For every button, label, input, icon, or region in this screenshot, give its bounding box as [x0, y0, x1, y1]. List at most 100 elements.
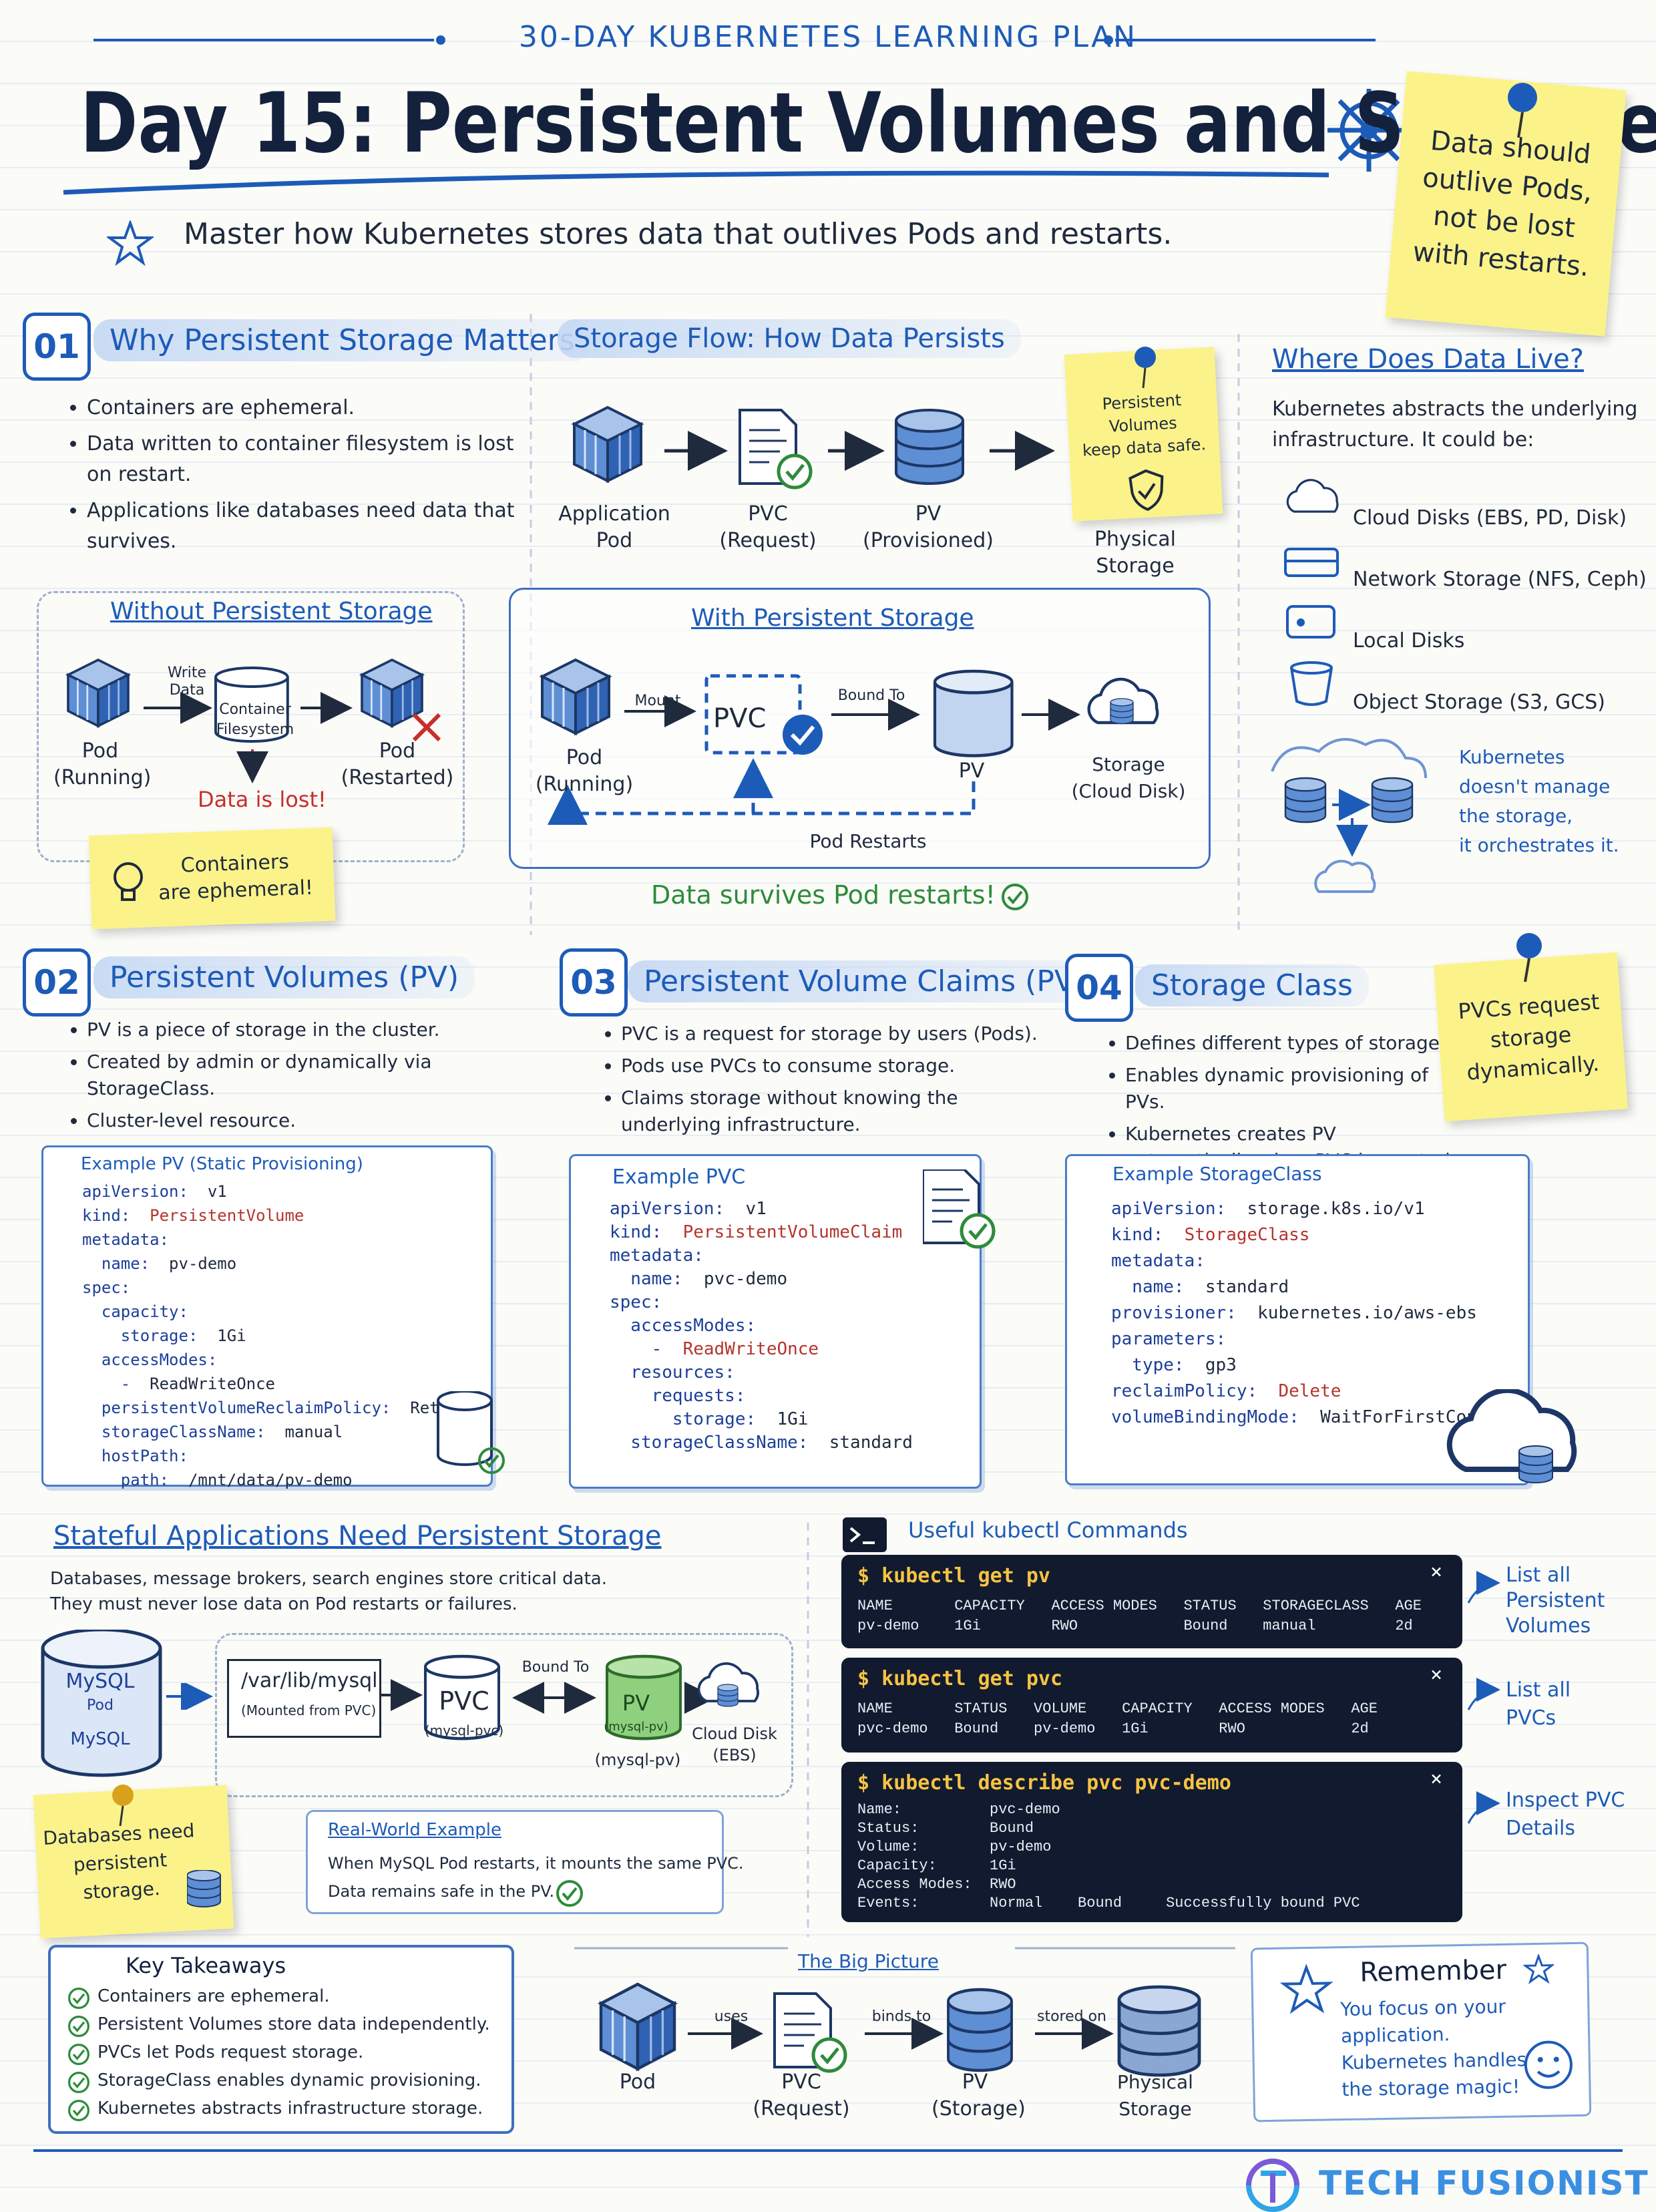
cloud-icon	[1286, 479, 1339, 513]
pod-cube-icon	[67, 659, 130, 727]
big-picture-title: The Big Picture	[798, 1950, 939, 1972]
without-storage-title: Without Persistent Storage	[110, 598, 433, 625]
key-takeaways-title: Key Takeaways	[126, 1953, 286, 1978]
close-icon[interactable]: ×	[1430, 1663, 1442, 1686]
db-icon	[1371, 777, 1414, 823]
cloud-disk-ebs-label: Cloud Disk(EBS)	[692, 1724, 777, 1765]
pod-running-label: Pod(Running)	[53, 739, 152, 789]
code-line: capacity:	[82, 1302, 188, 1321]
storageclass-code-title: Example StorageClass	[1112, 1163, 1322, 1185]
takeaway-item: StorageClass enables dynamic provisionin…	[97, 2070, 481, 2090]
pod-running-label: Pod(Running)	[535, 746, 634, 796]
pv-cylinder-icon	[933, 669, 1014, 757]
code-line: provisioner: kubernetes.io/aws-ebs	[1111, 1303, 1477, 1323]
close-icon[interactable]: ×	[1430, 1767, 1442, 1791]
storage-flow-diagram	[573, 406, 1055, 501]
takeaway-item: Containers are ephemeral.	[97, 1986, 330, 2006]
network-storage-icon	[1284, 548, 1339, 577]
document-check-icon	[923, 1169, 996, 1263]
command-output: NAME STATUS VOLUME CAPACITY ACCESS MODES…	[857, 1700, 1378, 1737]
bullet-item: Applications like databases need data th…	[87, 496, 528, 557]
pvc-cylinder-icon	[424, 1654, 500, 1740]
command-output: NAME CAPACITY ACCESS MODES STATUS STORAG…	[857, 1598, 1422, 1634]
key-takeaways-box: Key Takeaways Containers are ephemeral. …	[48, 1945, 514, 2134]
check-circle-icon	[1002, 884, 1028, 910]
lightbulb-icon	[114, 862, 143, 901]
db-icon	[1284, 777, 1327, 823]
real-world-example-box: Real-World Example When MySQL Pod restar…	[306, 1810, 744, 1914]
mysql-storage-diagram	[381, 1654, 759, 1740]
pushpin-icon	[1134, 347, 1156, 389]
command-output: Name: pvc-demo Status: Bound Volume: pv-…	[857, 1801, 1360, 1911]
brand-name: TECH FUSIONIST	[1319, 2164, 1649, 2203]
app-pod-cube-icon	[573, 406, 642, 482]
stateful-title: Stateful Applications Need Persistent St…	[53, 1521, 662, 1551]
kicker: 30-DAY KUBERNETES LEARNING PLAN	[518, 20, 1138, 54]
bullet-item: Pods use PVCs to consume storage.	[621, 1053, 1062, 1079]
mysql-pvc-label: PVC(mysql-pvc)	[424, 1686, 504, 1738]
object-storage-bucket-icon	[1290, 661, 1333, 706]
code-line: persistentVolumeReclaimPolicy: Retain	[82, 1399, 468, 1417]
pod-restarted-label: Pod(Restarted)	[341, 739, 454, 789]
command-text: $ kubectl get pvc	[857, 1667, 1063, 1690]
bullet-item: PV is a piece of storage in the cluster.	[87, 1017, 507, 1043]
shield-check-icon	[1128, 469, 1163, 512]
smiley-icon	[1524, 2040, 1573, 2089]
helm-icon	[1327, 89, 1410, 172]
bullet-item: Claims storage without knowing the under…	[621, 1085, 1062, 1138]
code-line: hostPath:	[82, 1447, 188, 1465]
storage-cloud-disk-label: Storage(Cloud Disk)	[1071, 753, 1186, 802]
pushpin-icon	[112, 1785, 134, 1827]
bullets-03: PVC is a request for storage by users (P…	[594, 1021, 1062, 1143]
code-line: accessModes:	[82, 1350, 218, 1369]
container-filesystem-icon	[214, 667, 289, 743]
check-circle-icon	[556, 1880, 583, 1907]
command-text: $ kubectl describe pvc pvc-demo	[857, 1771, 1231, 1795]
terminal-get-pv: $ kubectl get pv × NAME CAPACITY ACCESS …	[841, 1555, 1462, 1648]
stateful-intro: Databases, message brokers, search engin…	[50, 1569, 607, 1614]
mysql-path: /var/lib/mysql	[241, 1669, 378, 1692]
tech-fusionist-logo	[1246, 2159, 1299, 2212]
storage-type-item: Network Storage (NFS, Ceph)	[1353, 568, 1647, 591]
code-line: kind: PersistentVolumeClaim	[610, 1222, 903, 1242]
pvc-request-label: PVC(Request)	[719, 502, 817, 552]
with-storage-title: With Persistent Storage	[691, 604, 974, 632]
header-decor	[63, 35, 1410, 195]
remember-title: Remember	[1360, 1954, 1507, 1988]
code-line: name: pvc-demo	[610, 1269, 788, 1289]
code-line: apiVersion: storage.k8s.io/v1	[1111, 1199, 1425, 1219]
code-line: apiVersion: v1	[82, 1182, 227, 1201]
with-storage-diagram	[541, 659, 1202, 825]
uses-label: uses	[714, 2008, 749, 2025]
storage-type-item: Object Storage (S3, GCS)	[1353, 691, 1606, 714]
db-icon	[717, 1684, 739, 1707]
check-icons	[68, 1988, 89, 2121]
code-line: metadata:	[610, 1246, 704, 1266]
pvc-check-icon	[783, 715, 823, 755]
close-icon[interactable]: ×	[1430, 1560, 1442, 1584]
takeaway-item: Kubernetes abstracts infrastructure stor…	[97, 2098, 483, 2118]
mysql-pv-label: PV(mysql-pv)	[604, 1690, 668, 1734]
storage-type-list: Cloud Disks (EBS, PD, Disk) Network Stor…	[1353, 488, 1647, 733]
code-line: - ReadWriteOnce	[610, 1339, 819, 1359]
code-line: spec:	[610, 1292, 662, 1312]
bullet-item: Containers are ephemeral.	[87, 393, 528, 423]
mysql-pod-cylinder	[41, 1630, 162, 1777]
pv-code-panel: Example PV (Static Provisioning) apiVers…	[41, 1145, 505, 1489]
data-lost-label: Data is lost!	[198, 787, 327, 812]
pushpin-icon	[1508, 83, 1537, 138]
pod-cube-icon	[601, 1984, 674, 2069]
binds-to-label: binds to	[871, 2008, 932, 2025]
where-data-title: Where Does Data Live?	[1272, 344, 1584, 375]
data-survives-label: Data survives Pod restarts!	[651, 880, 996, 910]
